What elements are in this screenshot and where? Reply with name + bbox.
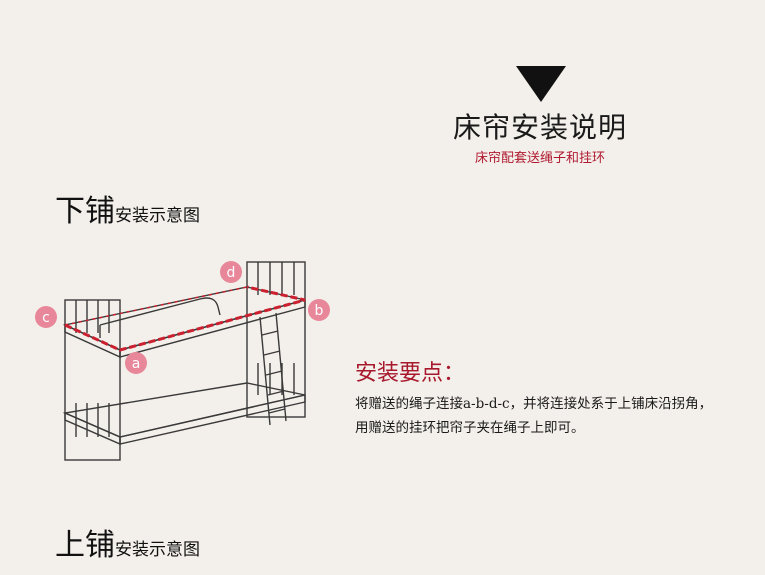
- bed-frame: [62, 261, 306, 461]
- lower-bunk-heading: 下铺安装示意图: [55, 194, 200, 234]
- upper-bunk-heading: 上铺安装示意图: [55, 528, 200, 568]
- notes-title: 安装要点：: [355, 361, 466, 386]
- marker-a: a: [125, 352, 147, 374]
- marker-b-label: b: [315, 303, 324, 319]
- marker-d-label: d: [227, 265, 236, 281]
- marker-c: c: [35, 306, 57, 328]
- marker-c-label: c: [42, 310, 50, 326]
- lower-bunk-title: 下铺: [55, 194, 115, 229]
- upper-bunk-title: 上铺: [55, 528, 115, 563]
- page-subtitle: 床帘配套送绳子和挂环: [474, 151, 605, 166]
- bunk-bed-diagram: a b c d: [35, 261, 330, 461]
- rope-path: [64, 285, 306, 352]
- marker-a-label: a: [132, 356, 141, 372]
- down-triangle-icon: [516, 66, 566, 102]
- marker-d: d: [220, 261, 242, 283]
- page-title: 床帘安装说明: [452, 111, 627, 144]
- lower-bunk-subtitle: 安装示意图: [115, 206, 200, 226]
- notes-body: 将赠送的绳子连接a-b-d-c，并将连接处系于上铺床沿拐角，用赠送的挂环把帘子夹…: [355, 396, 713, 436]
- marker-b: b: [308, 299, 330, 321]
- upper-bunk-subtitle: 安装示意图: [115, 540, 200, 560]
